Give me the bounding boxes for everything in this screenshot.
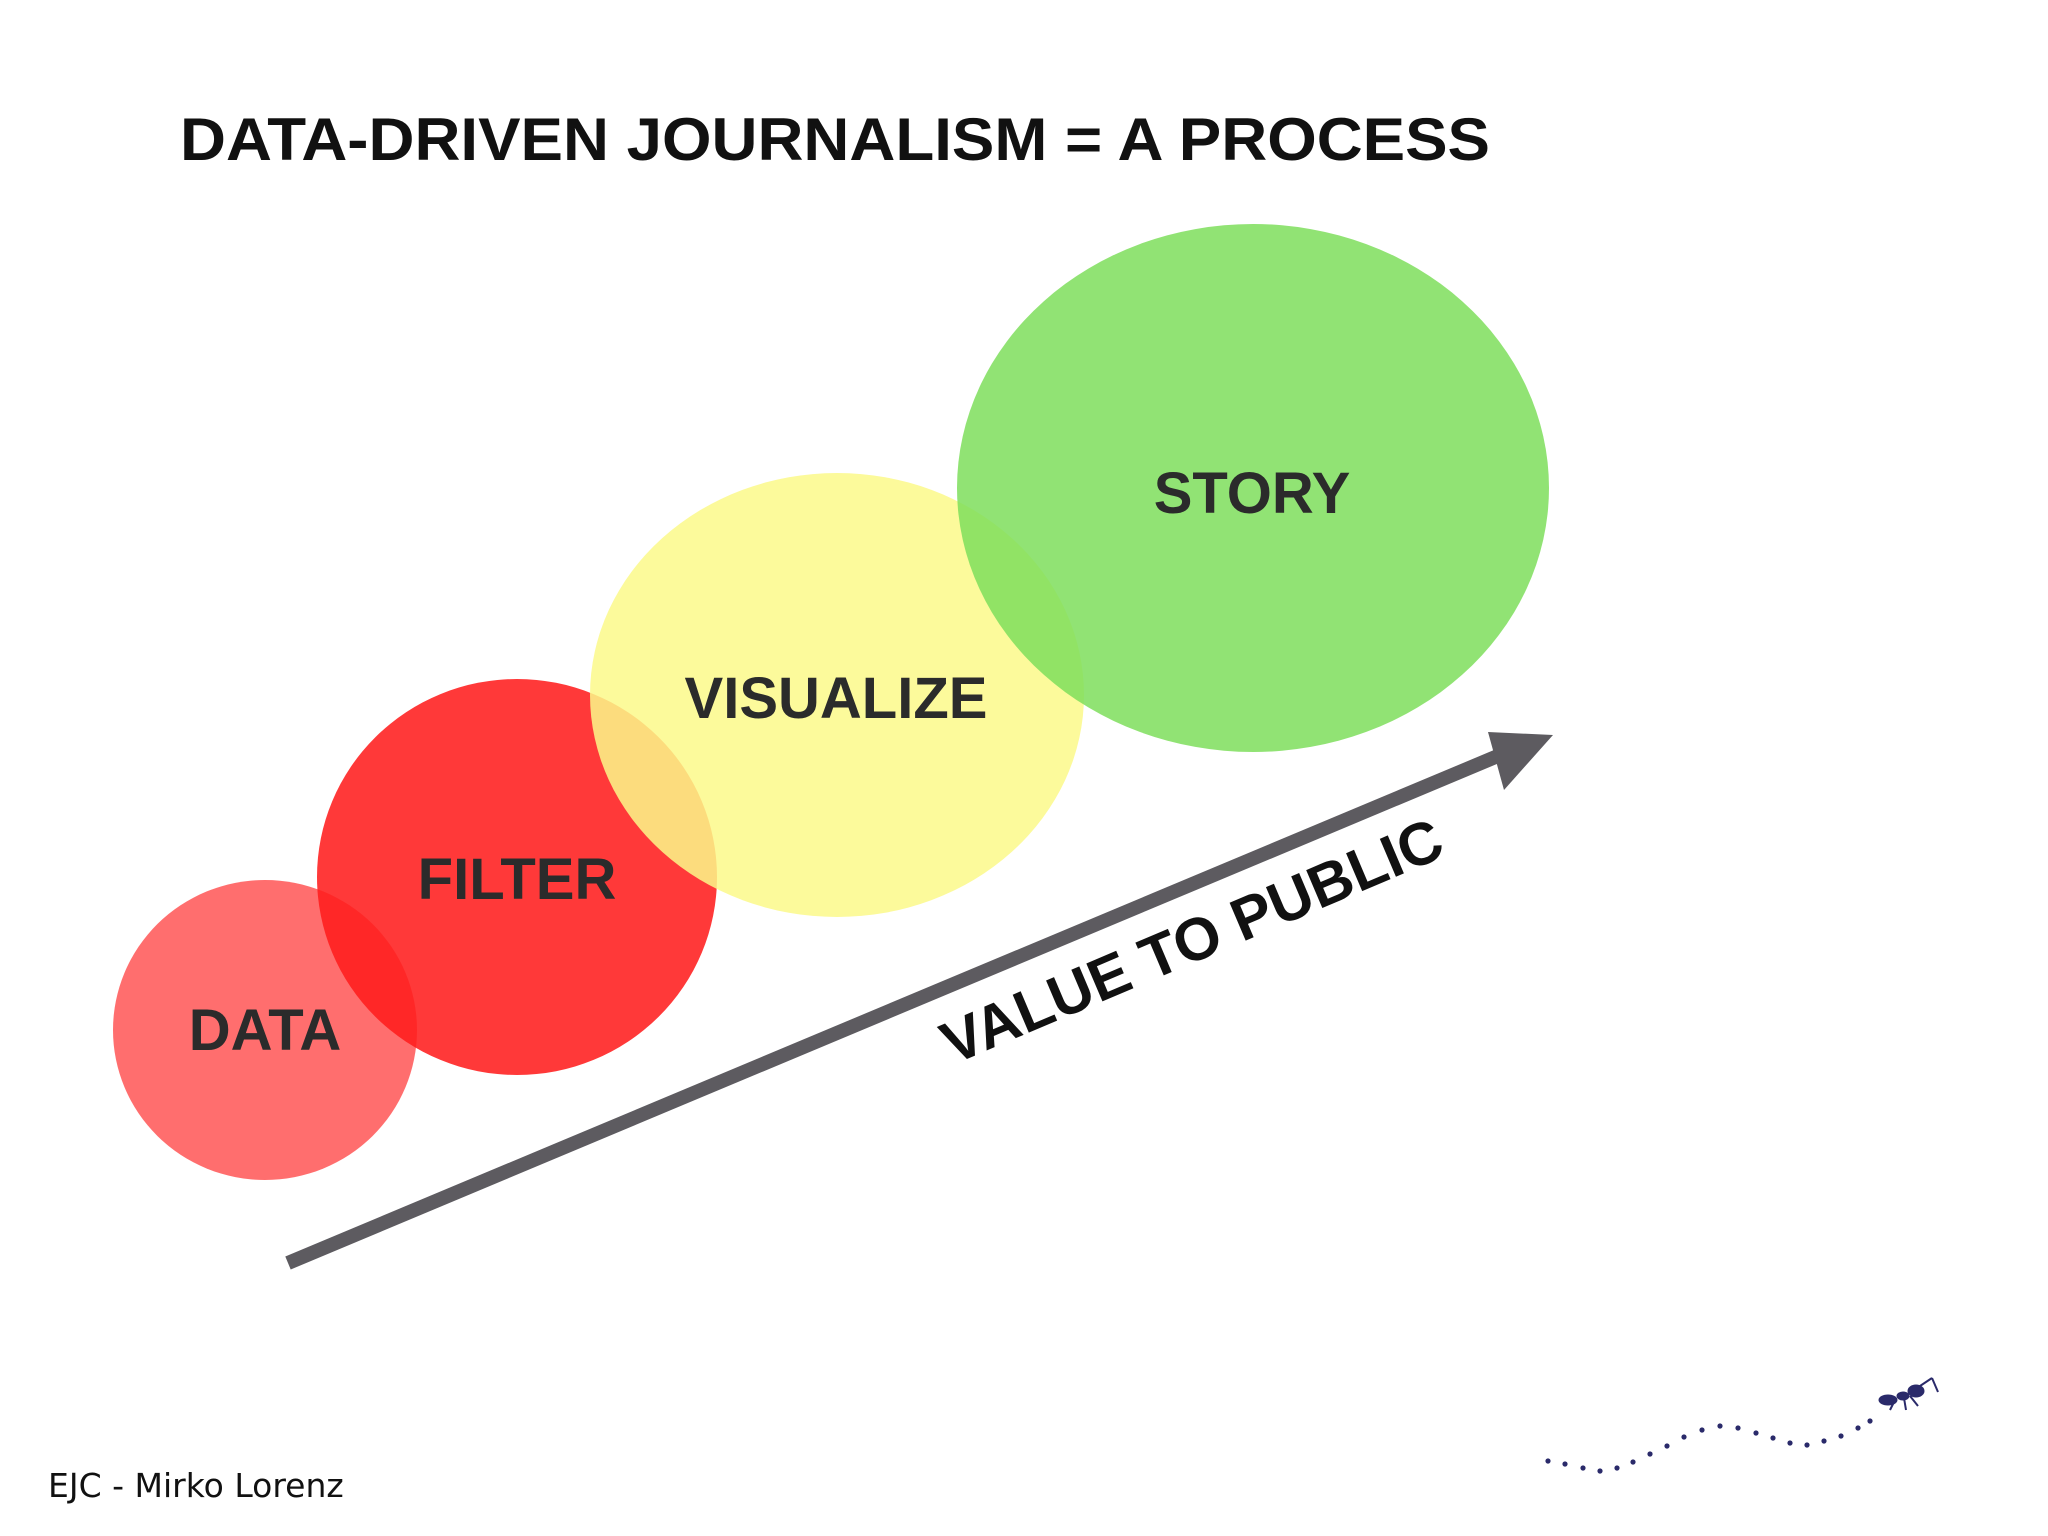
value-arrow xyxy=(285,732,1553,1270)
process-labels: DATA FILTER VISUALIZE STORY xyxy=(189,461,1351,1063)
step-label-data: DATA xyxy=(189,998,341,1063)
slide-title: DATA-DRIVEN JOURNALISM = A PROCESS xyxy=(180,106,1490,173)
step-label-visualize: VISUALIZE xyxy=(685,666,988,731)
ant-logo-icon xyxy=(1545,1377,1939,1474)
footer-credit: EJC - Mirko Lorenz xyxy=(48,1466,344,1505)
step-label-filter: FILTER xyxy=(418,847,617,912)
step-label-story: STORY xyxy=(1154,461,1351,526)
step-circle-visualize xyxy=(590,473,1084,917)
process-circles xyxy=(113,224,1549,1180)
ant-figure xyxy=(1878,1377,1939,1411)
arrow-shaft xyxy=(285,746,1508,1270)
dotted-trail xyxy=(1545,1418,1873,1474)
step-circle-story xyxy=(957,224,1549,752)
arrow-head-icon xyxy=(1488,732,1553,790)
